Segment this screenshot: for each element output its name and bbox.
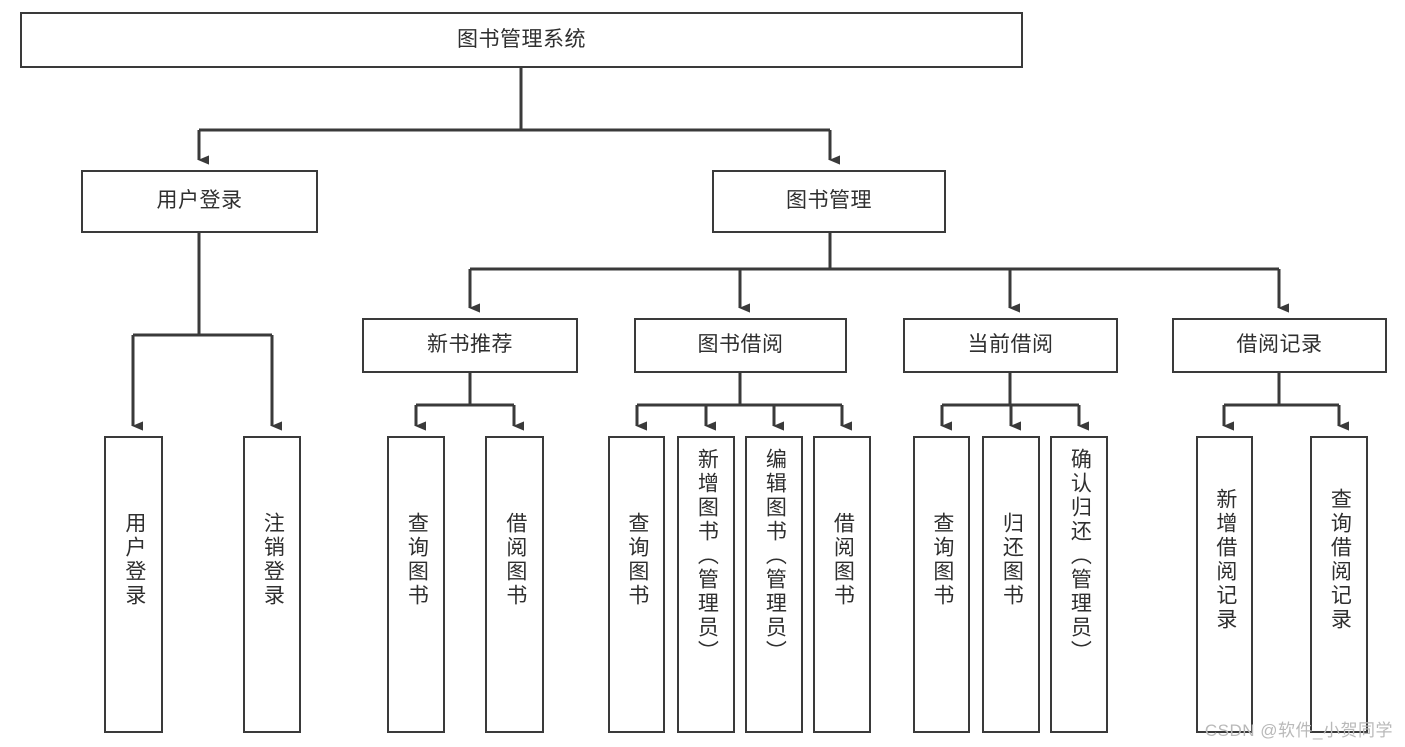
node-leaf-confirm-return-admin[interactable]: 确认归还（管理员） (1050, 436, 1108, 733)
node-leaf-user-login[interactable]: 用户登录 (104, 436, 163, 733)
node-current-borrow-label: 当前借阅 (967, 333, 1054, 357)
node-leaf-borrow-book[interactable]: 借阅图书 (813, 436, 871, 733)
node-leaf-confirm-return-admin-label: 确认归还（管理员） (1068, 448, 1092, 664)
node-leaf-borrow-book-recommend[interactable]: 借阅图书 (485, 436, 544, 733)
node-leaf-return-book-label: 归还图书 (1000, 512, 1024, 608)
node-leaf-add-borrow-record[interactable]: 新增借阅记录 (1196, 436, 1253, 733)
node-root-label: 图书管理系统 (457, 27, 586, 51)
node-leaf-add-borrow-record-label: 新增借阅记录 (1213, 488, 1237, 632)
node-leaf-return-book[interactable]: 归还图书 (982, 436, 1040, 733)
node-leaf-logout-login[interactable]: 注销登录 (243, 436, 301, 733)
node-leaf-query-book-recommend[interactable]: 查询图书 (387, 436, 445, 733)
node-leaf-logout-login-label: 注销登录 (261, 512, 285, 608)
node-leaf-add-book-admin[interactable]: 新增图书（管理员） (677, 436, 735, 733)
node-leaf-borrow-book-label: 借阅图书 (831, 512, 855, 608)
node-leaf-query-book-recommend-label: 查询图书 (405, 512, 429, 608)
node-borrow-record-label: 借阅记录 (1236, 333, 1323, 357)
node-new-book-recommend[interactable]: 新书推荐 (362, 318, 578, 373)
node-book-borrow-label: 图书借阅 (697, 333, 784, 357)
node-borrow-record[interactable]: 借阅记录 (1172, 318, 1387, 373)
node-book-management[interactable]: 图书管理 (712, 170, 946, 233)
node-leaf-add-book-admin-label: 新增图书（管理员） (695, 448, 719, 664)
node-leaf-query-borrow-record-label: 查询借阅记录 (1328, 488, 1352, 632)
node-leaf-query-book-borrow-label: 查询图书 (625, 512, 649, 608)
node-leaf-borrow-book-recommend-label: 借阅图书 (503, 512, 527, 608)
node-new-book-recommend-label: 新书推荐 (427, 333, 513, 357)
node-user-login-label: 用户登录 (156, 189, 243, 213)
node-leaf-query-book-current-label: 查询图书 (930, 512, 954, 608)
node-book-borrow[interactable]: 图书借阅 (634, 318, 847, 373)
node-leaf-edit-book-admin[interactable]: 编辑图书（管理员） (745, 436, 803, 733)
node-leaf-query-borrow-record[interactable]: 查询借阅记录 (1310, 436, 1368, 733)
node-book-management-label: 图书管理 (786, 189, 872, 213)
node-user-login[interactable]: 用户登录 (81, 170, 318, 233)
node-leaf-edit-book-admin-label: 编辑图书（管理员） (763, 448, 787, 664)
node-leaf-user-login-label: 用户登录 (122, 512, 146, 608)
node-root[interactable]: 图书管理系统 (20, 12, 1023, 68)
node-leaf-query-book-borrow[interactable]: 查询图书 (608, 436, 665, 733)
node-current-borrow[interactable]: 当前借阅 (903, 318, 1118, 373)
csdn-watermark: CSDN @软件_小贺同学 (1204, 721, 1393, 740)
node-leaf-query-book-current[interactable]: 查询图书 (913, 436, 970, 733)
